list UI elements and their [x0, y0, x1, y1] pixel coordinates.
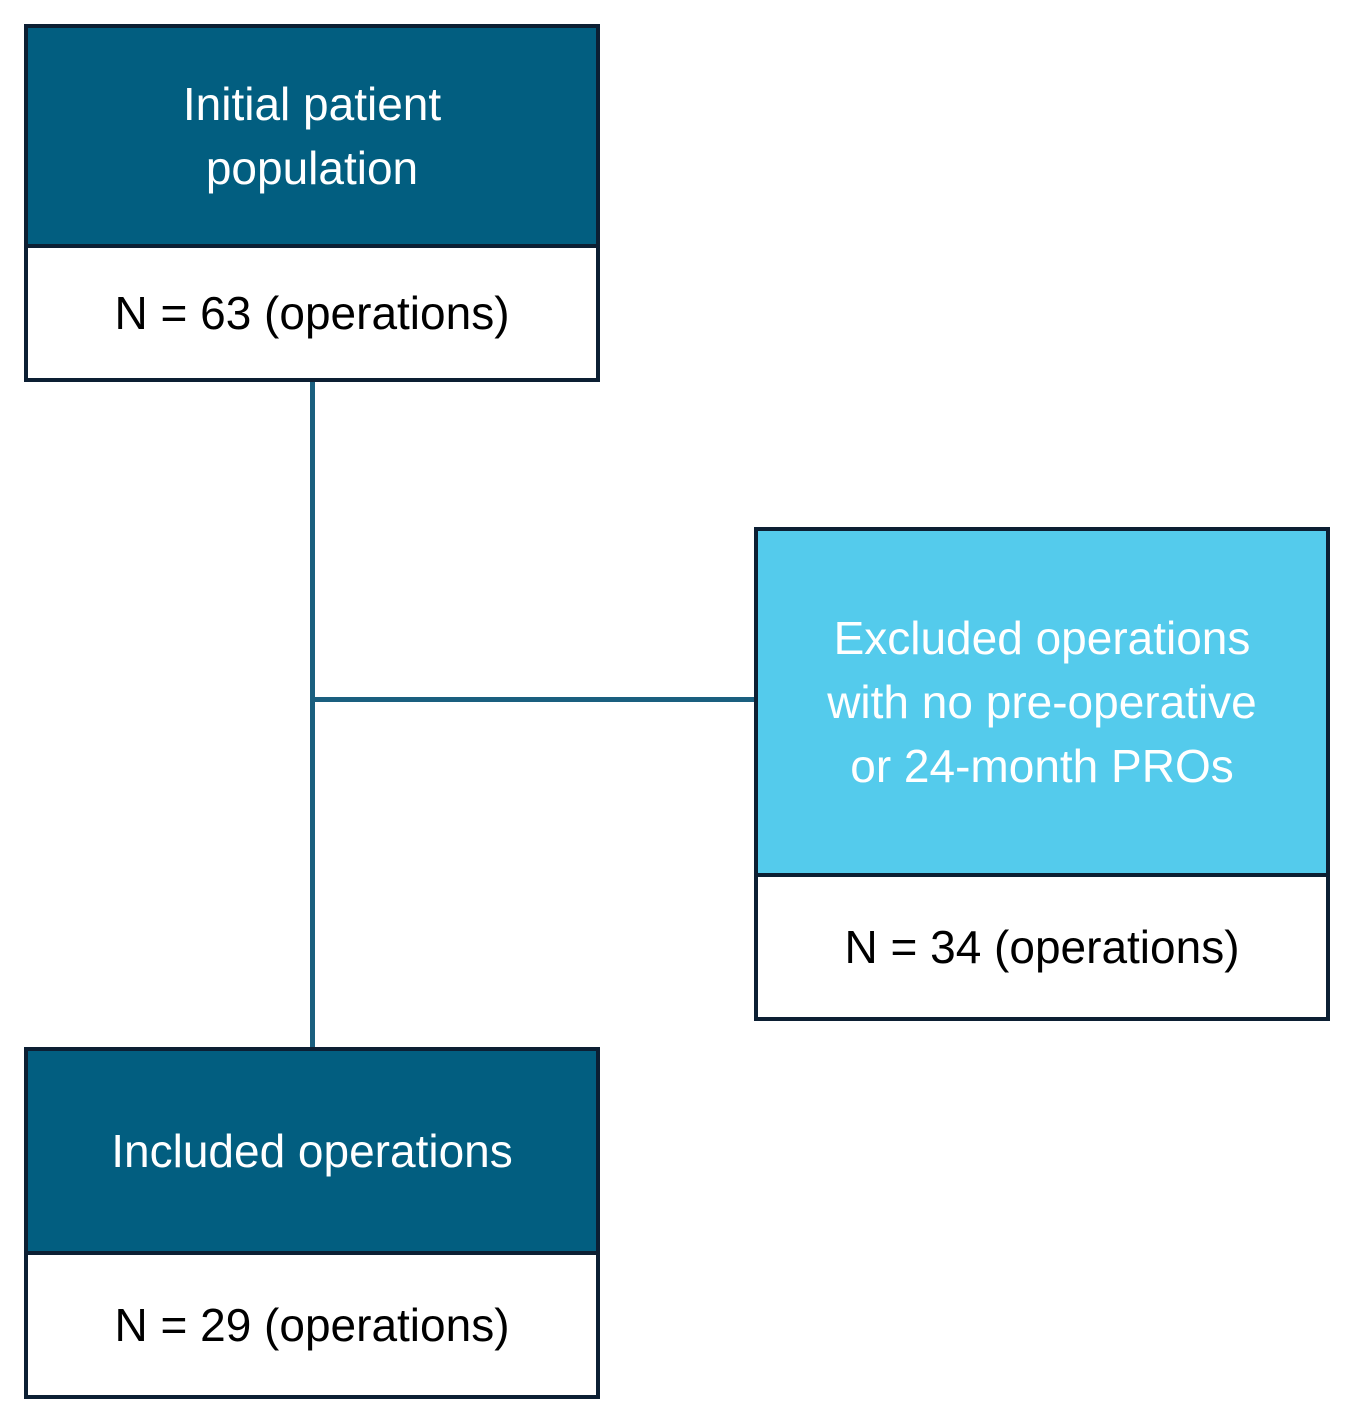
- included-operations-count: N = 29 (operations): [114, 1299, 510, 1351]
- initial-population-count-cell: N = 63 (operations): [28, 248, 596, 378]
- excluded-operations-title-line: with no pre-operative: [827, 676, 1257, 728]
- included-operations-title-line: Included operations: [111, 1125, 513, 1177]
- connector-horizontal: [310, 697, 757, 702]
- excluded-operations-box: Excluded operations with no pre-operativ…: [754, 527, 1330, 1021]
- excluded-operations-count-cell: N = 34 (operations): [758, 877, 1326, 1017]
- initial-population-title: Initial patient population: [183, 72, 441, 200]
- excluded-operations-header: Excluded operations with no pre-operativ…: [758, 531, 1326, 877]
- initial-population-box: Initial patient population N = 63 (opera…: [24, 24, 600, 382]
- included-operations-count-cell: N = 29 (operations): [28, 1255, 596, 1395]
- initial-population-count: N = 63 (operations): [114, 287, 510, 339]
- initial-population-title-line: population: [205, 142, 419, 194]
- excluded-operations-title: Excluded operations with no pre-operativ…: [827, 606, 1257, 798]
- excluded-operations-title-line: Excluded operations: [833, 612, 1251, 664]
- connector-vertical: [310, 380, 315, 1050]
- initial-population-header: Initial patient population: [28, 28, 596, 248]
- included-operations-box: Included operations N = 29 (operations): [24, 1047, 600, 1399]
- initial-population-title-line: Initial patient: [182, 78, 442, 130]
- excluded-operations-count: N = 34 (operations): [844, 921, 1240, 973]
- included-operations-header: Included operations: [28, 1051, 596, 1255]
- included-operations-title: Included operations: [111, 1119, 513, 1183]
- excluded-operations-title-line: or 24-month PROs: [850, 740, 1234, 792]
